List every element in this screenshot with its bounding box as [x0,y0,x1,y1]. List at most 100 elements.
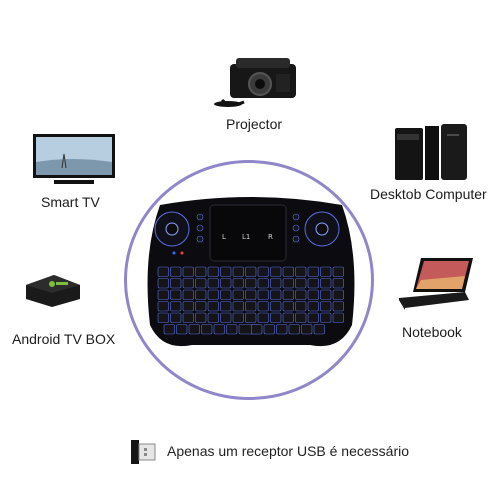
keyboard-highlight-ring [124,160,374,400]
keyboard-key [207,301,219,312]
keyboard-key [332,266,344,277]
keyboard-key [157,289,169,300]
keyboard-key [282,301,294,312]
keyboard-key [301,324,313,335]
keyboard-key [207,266,219,277]
keyboard-key [307,312,319,323]
keyboard-key [307,289,319,300]
keyboard-key [220,278,232,289]
keyboard-key [195,289,207,300]
keyboard-key [270,312,282,323]
keyboard-key [257,289,269,300]
keyboard-key [232,301,244,312]
keyboard-key [220,312,232,323]
keyboard-key [170,301,182,312]
keyboard-key [195,278,207,289]
touchpad-button-r: R [268,233,273,241]
android-tv-box-icon [24,275,82,307]
keyboard-key [307,266,319,277]
keyboard-key [295,266,307,277]
keyboard-key [245,312,257,323]
keyboard-key [195,312,207,323]
keyboard-key [245,266,257,277]
keyboard-key [201,324,213,335]
keyboard-key [282,289,294,300]
keyboard-key [270,266,282,277]
notebook-label: Notebook [402,324,462,340]
keyboard-key [170,312,182,323]
keyboard-key [163,324,175,335]
keyboard-key [226,324,238,335]
projector-icon [210,50,300,110]
keyboard-key [263,324,275,335]
keyboard-key [245,301,257,312]
keyboard-key [182,266,194,277]
keyboard-key [307,301,319,312]
keyboard-key [295,289,307,300]
keyboard-key [195,266,207,277]
keyboard-key [182,301,194,312]
keyboard-key [320,266,332,277]
keyboard-key [332,278,344,289]
keyboard-key [182,278,194,289]
keyboard-key [257,301,269,312]
keyboard-key [213,324,225,335]
keyboard-key [245,278,257,289]
keyboard-key [157,312,169,323]
keyboard-key [320,301,332,312]
desktop-computer-label: Desktob Computer [370,186,487,202]
keyboard-key [182,289,194,300]
android-tv-box-label: Android TV BOX [12,331,116,347]
keyboard-key [251,324,263,335]
notebook-icon [395,256,475,312]
keyboard-key [176,324,188,335]
keyboard-key [257,312,269,323]
keyboard-key [307,278,319,289]
touchpad-button-l1: L1 [242,233,251,241]
keyboard-key [232,278,244,289]
keyboard-key [320,312,332,323]
keyboard-key [282,312,294,323]
keyboard-key [295,301,307,312]
keyboard-key [288,324,300,335]
keyboard-key [245,289,257,300]
keyboard-key [276,324,288,335]
keyboard-key [170,266,182,277]
keyboard-key [157,301,169,312]
keyboard-key [220,289,232,300]
keyboard-key [320,289,332,300]
keyboard-key [220,266,232,277]
keyboard-key [270,278,282,289]
keyboard-key [257,266,269,277]
keyboard-key [320,278,332,289]
keyboard-key [188,324,200,335]
touchpad-button-l: L [222,233,226,241]
keyboard-key [207,278,219,289]
mini-keyboard-icon: L L1 R [140,195,362,355]
keyboard-key [170,289,182,300]
keyboard-key [270,301,282,312]
keyboard-key [232,266,244,277]
keyboard-key [195,301,207,312]
keyboard-key [220,301,232,312]
keyboard-key [232,289,244,300]
smart-tv-label: Smart TV [41,194,100,210]
footer: Apenas um receptor USB é necessário [131,438,431,466]
keyboard-key [232,312,244,323]
keyboard-key [270,289,282,300]
smart-tv-icon [32,132,116,190]
keyboard-key [295,278,307,289]
desktop-computer-icon [395,124,470,182]
keyboard-key [332,312,344,323]
keyboard-key [313,324,325,335]
keyboard-key [257,278,269,289]
keyboard-key [182,312,194,323]
keyboard-key [282,278,294,289]
keyboard-key [282,266,294,277]
footer-text: Apenas um receptor USB é necessário [167,443,410,459]
projector-label: Projector [226,116,283,132]
keyboard-key [170,278,182,289]
keyboard-key [207,289,219,300]
keyboard-key [332,301,344,312]
keyboard-key [207,312,219,323]
